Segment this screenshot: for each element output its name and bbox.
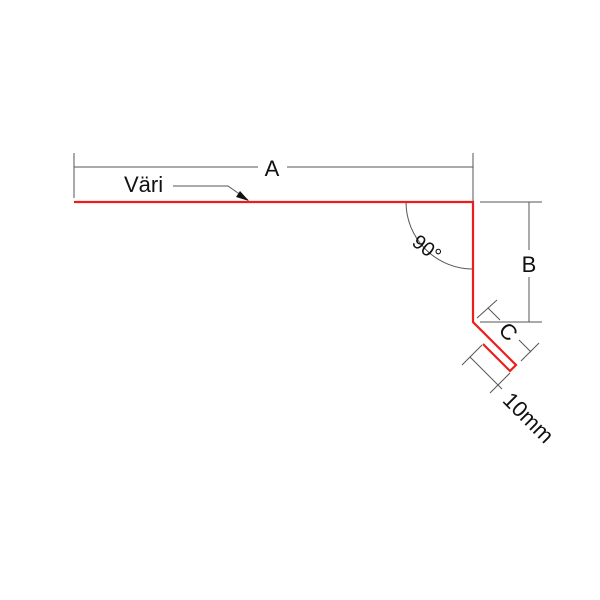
leader-arrow-icon — [236, 191, 249, 201]
angle-label: 90° — [408, 231, 445, 267]
dimension-hem-label: 10mm — [498, 387, 559, 448]
dimension-b-label: B — [522, 252, 537, 277]
dimension-a: A — [73, 153, 474, 214]
dimension-c: C — [476, 299, 540, 362]
color-leader: Väri — [124, 172, 249, 201]
dimension-b: B — [480, 201, 542, 323]
angle-annotation: 90° — [405, 201, 474, 270]
dimension-a-label: A — [265, 156, 280, 181]
profile-outline — [74, 200, 518, 373]
color-label: Väri — [124, 172, 163, 197]
